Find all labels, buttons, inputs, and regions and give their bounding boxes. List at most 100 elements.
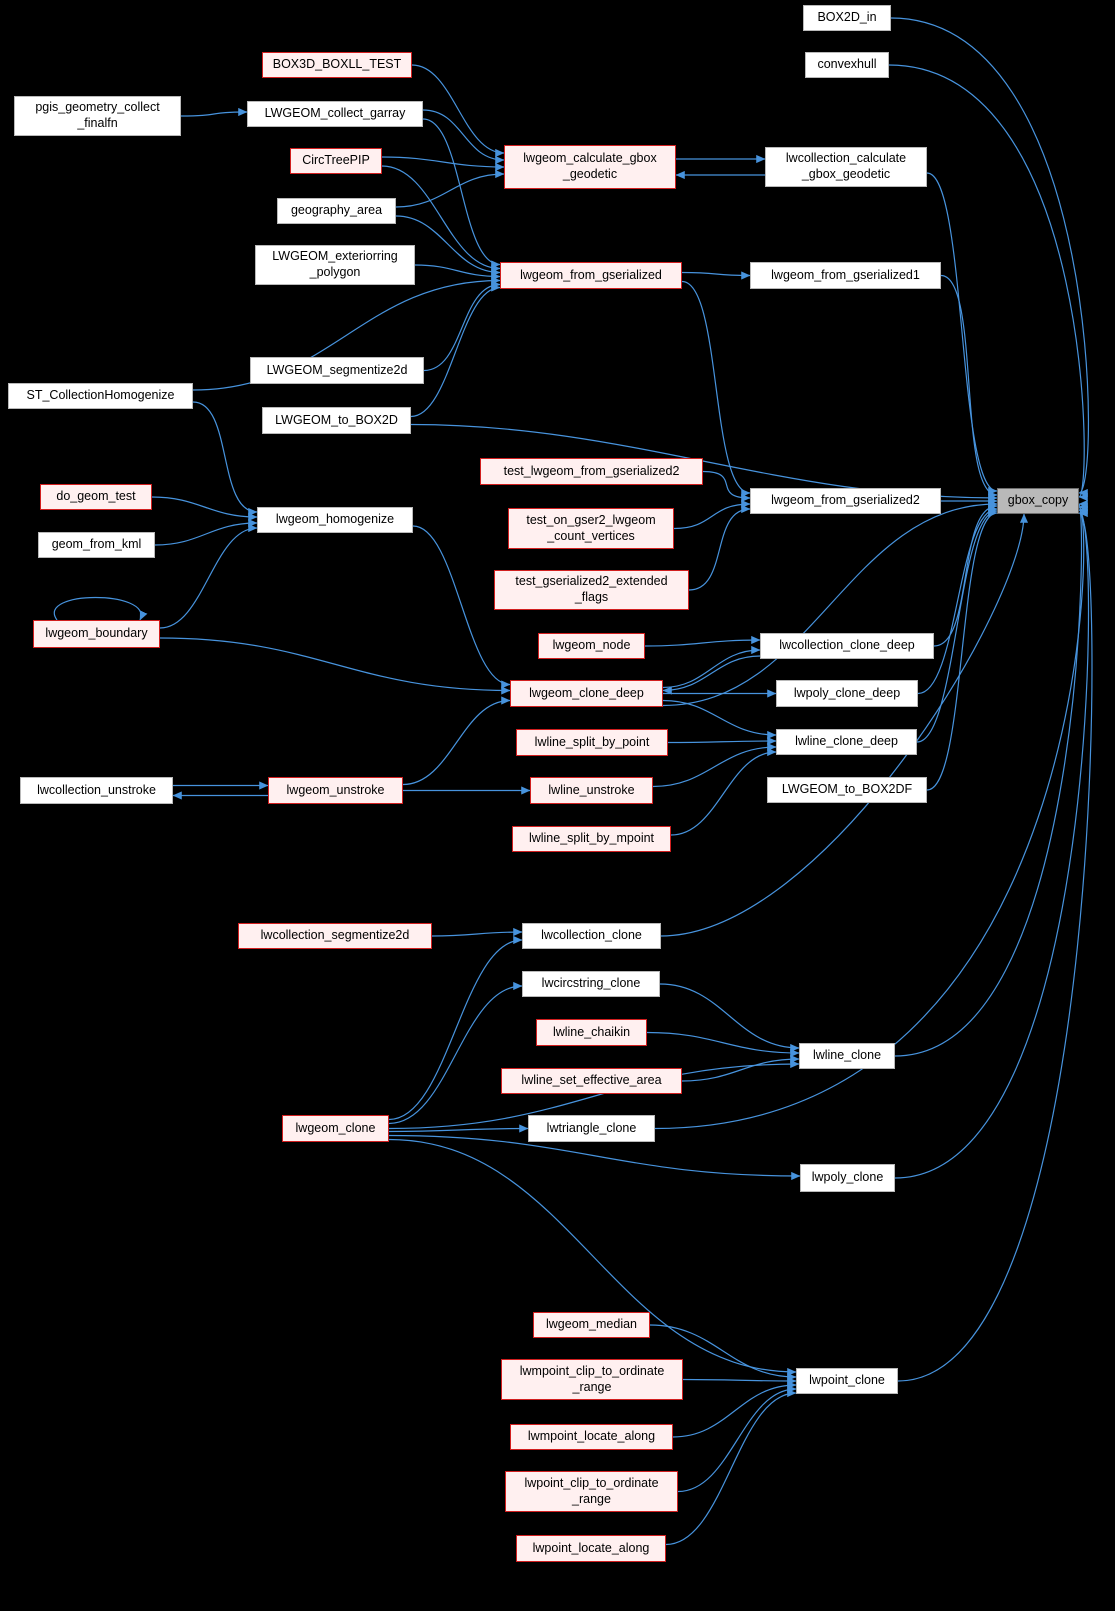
node-lwline_split_by_point[interactable]: lwline_split_by_point <box>516 729 668 756</box>
edge-lwpoly_clone-gbox_copy <box>894 506 1090 1179</box>
edge-lwgeom_unstroke-lwgeom_clone_deep <box>402 696 511 786</box>
node-lwcollection_unstroke[interactable]: lwcollection_unstroke <box>20 777 173 804</box>
edge-lwgeom_to_box2df-gbox_copy <box>926 508 998 791</box>
node-lwcollection_calculate_gbox_geodetic[interactable]: lwcollection_calculate _gbox_geodetic <box>765 147 927 187</box>
edge-lwmpoint_locate_along-lwpoint_clone <box>672 1380 797 1438</box>
edge-lwline_split_by_point-lwline_clone_deep <box>667 736 777 746</box>
edge-lwgeom_clone-lwtriangle_clone <box>388 1124 529 1133</box>
node-lwgeom_from_gserialized2[interactable]: lwgeom_from_gserialized2 <box>750 488 941 514</box>
node-lwline_set_effective_area[interactable]: lwline_set_effective_area <box>501 1068 682 1094</box>
edge-lwgeom_clone_deep-lwcollection_clone_deep <box>662 645 761 689</box>
edge-lwgeom_from_gserialized-lwgeom_from_gserialized1 <box>681 271 751 280</box>
node-test_lwgeom_from_gserialized2[interactable]: test_lwgeom_from_gserialized2 <box>480 458 703 485</box>
node-test_on_gser2_lwgeom_count_vertices[interactable]: test_on_gser2_lwgeom _count_vertices <box>508 508 674 549</box>
edge-lwgeom_boundary-lwgeom_homogenize <box>159 523 258 629</box>
node-lwgeom_to_box2d[interactable]: LWGEOM_to_BOX2D <box>262 407 411 434</box>
node-lwline_clone_deep[interactable]: lwline_clone_deep <box>776 729 917 755</box>
edge-lwcollection_calculate_gbox_geodetic-gbox_copy <box>926 172 998 496</box>
node-lwcollection_clone_deep[interactable]: lwcollection_clone_deep <box>760 633 934 659</box>
node-geom_from_kml[interactable]: geom_from_kml <box>38 532 155 558</box>
node-lwline_clone[interactable]: lwline_clone <box>799 1043 895 1069</box>
node-lwgeom_unstroke[interactable]: lwgeom_unstroke <box>268 777 403 804</box>
edge-lwgeom_collect_garray-lwgeom_calculate_gbox_geodetic <box>422 109 505 165</box>
node-lwpoint_clone[interactable]: lwpoint_clone <box>796 1368 898 1394</box>
node-lwgeom_clone_deep[interactable]: lwgeom_clone_deep <box>510 680 663 707</box>
node-lwpoly_clone[interactable]: lwpoly_clone <box>800 1164 895 1192</box>
edge-lwpoly_clone_deep-gbox_copy <box>917 504 998 695</box>
node-lwgeom_median[interactable]: lwgeom_median <box>533 1312 650 1338</box>
edge-lwgeom_to_box2d-lwgeom_from_gserialized <box>410 283 501 418</box>
edge-lwgeom_clone_deep-lwline_clone_deep <box>662 699 777 740</box>
edge-box3d_boxll_test-lwgeom_calculate_gbox_geodetic <box>411 64 505 158</box>
edge-lwgeom_clone_deep-gbox_copy <box>662 499 998 707</box>
edge-lwgeom_collect_garray-lwgeom_from_gserialized <box>422 118 501 269</box>
edge-do_geom_test-lwgeom_homogenize <box>151 496 258 522</box>
node-lwpoly_clone_deep[interactable]: lwpoly_clone_deep <box>776 680 918 707</box>
node-lwgeom_to_box2df[interactable]: LWGEOM_to_BOX2DF <box>767 777 927 803</box>
edge-lwgeom_median-lwpoint_clone <box>649 1324 797 1382</box>
edge-lwline_unstroke-lwline_clone_deep <box>652 742 777 788</box>
node-circtreepip[interactable]: CircTreePIP <box>290 148 382 174</box>
node-lwline_chaikin[interactable]: lwline_chaikin <box>536 1019 647 1046</box>
node-do_geom_test[interactable]: do_geom_test <box>40 484 152 510</box>
node-lwline_unstroke[interactable]: lwline_unstroke <box>530 777 653 804</box>
node-lwgeom_node[interactable]: lwgeom_node <box>538 633 645 659</box>
edge-geography_area-lwgeom_calculate_gbox_geodetic <box>395 169 505 208</box>
node-lwgeom_clone[interactable]: lwgeom_clone <box>282 1115 389 1142</box>
edge-circtreepip-lwgeom_from_gserialized <box>381 165 501 273</box>
edge-lwpoint_locate_along-lwpoint_clone <box>665 1388 797 1546</box>
node-lwgeom_from_gserialized1[interactable]: lwgeom_from_gserialized1 <box>750 262 941 289</box>
edge-lwcollection_clone-gbox_copy <box>660 513 1029 937</box>
node-lwgeom_exteriorring_polygon[interactable]: LWGEOM_exteriorring _polygon <box>255 245 415 285</box>
edge-convexhull-gbox_copy <box>888 64 1088 501</box>
edge-test_on_gser2_lwgeom_count_vertices-lwgeom_from_gserialized2 <box>673 499 751 530</box>
edge-lwgeom_boundary-lwgeom_clone_deep <box>159 637 511 695</box>
node-lwcircstring_clone[interactable]: lwcircstring_clone <box>522 971 660 997</box>
node-lwgeom_homogenize[interactable]: lwgeom_homogenize <box>257 507 413 533</box>
edge-lwgeom_from_gserialized-lwgeom_from_gserialized2 <box>681 280 751 498</box>
node-lwcollection_clone[interactable]: lwcollection_clone <box>522 923 661 949</box>
node-convexhull[interactable]: convexhull <box>805 52 889 78</box>
node-lwgeom_segmentize2d[interactable]: LWGEOM_segmentize2d <box>250 357 424 384</box>
node-lwpoint_locate_along[interactable]: lwpoint_locate_along <box>516 1535 666 1562</box>
edge-lwpoint_clone-gbox_copy <box>897 509 1093 1382</box>
edge-lwcollection_clone_deep-lwgeom_clone_deep <box>662 655 761 695</box>
edge-geography_area-lwgeom_from_gserialized <box>395 215 501 277</box>
edge-test_lwgeom_from_gserialized2-lwgeom_from_gserialized2 <box>702 470 751 503</box>
edge-lwline_set_effective_area-lwline_clone <box>681 1054 800 1082</box>
node-lwpoint_clip_to_ordinate_range[interactable]: lwpoint_clip_to_ordinate _range <box>505 1471 678 1512</box>
node-lwcollection_segmentize2d[interactable]: lwcollection_segmentize2d <box>238 923 432 949</box>
edge-lwcollection_segmentize2d-lwcollection_clone <box>431 927 523 937</box>
node-geography_area[interactable]: geography_area <box>277 198 396 224</box>
node-test_gserialized2_extended_flags[interactable]: test_gserialized2_extended _flags <box>494 570 689 610</box>
edge-lwpoint_clip_to_ordinate_range-lwpoint_clone <box>677 1384 797 1493</box>
edge-lwgeom_clone-lwcircstring_clone <box>388 981 523 1125</box>
edge-lwgeom_homogenize-lwgeom_clone_deep <box>412 525 511 689</box>
edge-lwgeom_clone-lwcollection_clone <box>388 935 523 1121</box>
edge-lwgeom_node-lwcollection_clone_deep <box>644 635 761 647</box>
edge-test_gserialized2_extended_flags-lwgeom_from_gserialized2 <box>688 504 751 591</box>
node-lwmpoint_locate_along[interactable]: lwmpoint_locate_along <box>510 1424 673 1450</box>
node-lwgeom_collect_garray[interactable]: LWGEOM_collect_garray <box>247 101 423 127</box>
node-lwgeom_calculate_gbox_geodetic[interactable]: lwgeom_calculate_gbox _geodetic <box>504 145 676 189</box>
node-box3d_boxll_test[interactable]: BOX3D_BOXLL_TEST <box>262 52 412 78</box>
node-pgis_geometry_collect_finalfn[interactable]: pgis_geometry_collect _finalfn <box>14 96 181 136</box>
edge-lwgeom_segmentize2d-lwgeom_from_gserialized <box>423 280 501 372</box>
edge-st_collectionhomogenize-lwgeom_homogenize <box>192 401 258 517</box>
node-lwgeom_from_gserialized[interactable]: lwgeom_from_gserialized <box>500 262 682 289</box>
node-gbox_copy: gbox_copy <box>997 488 1079 514</box>
node-lwtriangle_clone[interactable]: lwtriangle_clone <box>528 1115 655 1142</box>
edge-lwcircstring_clone-lwline_clone <box>659 983 800 1053</box>
node-lwgeom_boundary[interactable]: lwgeom_boundary <box>33 620 160 648</box>
edge-lwline_chaikin-lwline_clone <box>646 1031 800 1058</box>
edge-lwgeom_clone-lwline_clone <box>388 1059 800 1130</box>
node-box2d_in[interactable]: BOX2D_in <box>803 5 891 31</box>
node-lwline_split_by_mpoint[interactable]: lwline_split_by_mpoint <box>512 826 671 852</box>
edge-lwgeom_boundary-lwgeom_boundary <box>53 596 148 621</box>
node-lwmpoint_clip_to_ordinate_range[interactable]: lwmpoint_clip_to_ordinate _range <box>501 1359 683 1400</box>
edge-box2d_in-gbox_copy <box>890 17 1089 497</box>
edge-lwtriangle_clone-gbox_copy <box>654 503 1088 1130</box>
node-st_collectionhomogenize[interactable]: ST_CollectionHomogenize <box>8 383 193 409</box>
